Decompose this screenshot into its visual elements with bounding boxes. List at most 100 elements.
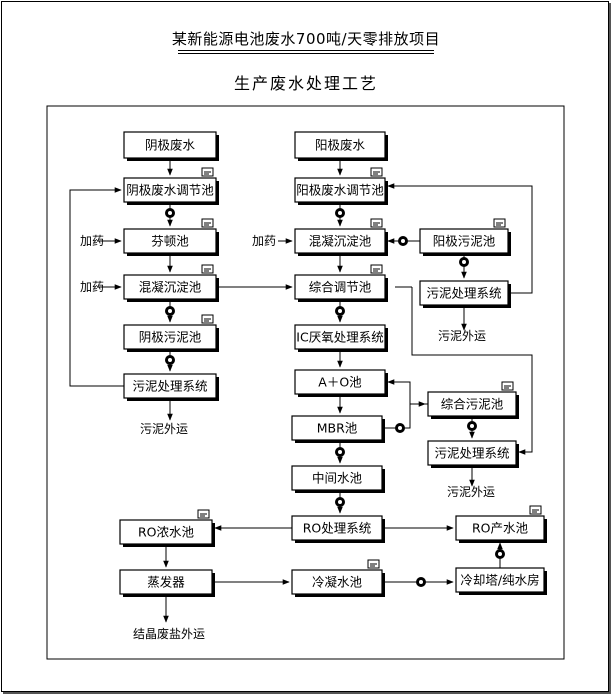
node-box: [455, 567, 545, 593]
node-label: 芬顿池: [151, 234, 189, 249]
pump-icon: [335, 208, 345, 218]
header-title: 某新能源电池废水700吨/天零排放项目: [171, 30, 441, 48]
sludge-out-lower-label: 污泥外运: [447, 485, 495, 499]
pump-badges: [165, 208, 505, 587]
anode-sludge-tank-node: 阳极污泥池: [419, 218, 511, 256]
node-label: 阳极污泥池: [433, 234, 496, 249]
node-label: RO产水池: [472, 521, 529, 536]
intermediate-tank-node: 中间水池: [291, 465, 385, 493]
node-box: [123, 324, 217, 350]
node-label: 污泥处理系统: [426, 286, 501, 301]
pump-icon: [459, 257, 469, 267]
pump-icon: [335, 447, 345, 457]
level-sensor-icon: [201, 314, 214, 324]
cathode-coag-settle-node: 混凝沉淀池: [123, 264, 219, 302]
cathode-wastewater-node: 阴极废水: [123, 131, 219, 161]
right-sludge-system-node: 污泥处理系统: [419, 280, 511, 308]
node-box: [419, 280, 509, 306]
pump-icon: [165, 208, 175, 218]
level-sensor-icon: [493, 218, 506, 228]
node-box: [291, 569, 383, 595]
flow-line: [411, 287, 533, 455]
node-box: [123, 228, 217, 254]
node-label: MBR池: [317, 421, 358, 436]
pump-icon: [335, 306, 345, 316]
node-box: [123, 373, 217, 399]
node-box: [455, 515, 545, 541]
node-label: 综合污泥池: [441, 397, 504, 412]
node-label: 冷凝水池: [312, 575, 363, 590]
node-box: [419, 228, 509, 254]
header-underline-2: [178, 53, 434, 54]
combined-sludge-tank-node: 综合污泥池: [427, 381, 519, 419]
level-sensor-icon: [201, 218, 214, 228]
pump-icon: [335, 497, 345, 507]
level-sensor-icon: [529, 505, 542, 515]
flow-line: [382, 401, 426, 429]
node-label: 混凝沉淀池: [309, 234, 372, 249]
node-label: A＋O池: [318, 375, 362, 390]
salt-out-label: 结晶废盐外运: [133, 626, 205, 641]
node-label: 蒸发器: [147, 575, 185, 590]
node-box: [294, 369, 386, 395]
node-box: [294, 228, 386, 254]
nodes: 阴极废水阴极废水调节池芬顿池混凝沉淀池阴极污泥池污泥处理系统阳极废水阳极废水调节…: [119, 131, 547, 597]
ro-product-tank-node: RO产水池: [455, 505, 547, 543]
level-sensor-icon: [197, 509, 210, 519]
anode-adjust-tank-node: 阳极废水调节池: [294, 167, 388, 205]
level-sensor-icon: [370, 167, 383, 177]
node-box: [119, 569, 213, 595]
node-label: 冷却塔/纯水房: [460, 573, 539, 588]
mbr-tank-node: MBR池: [291, 415, 385, 443]
level-sensor-icon: [501, 381, 514, 391]
node-label: RO浓水池: [138, 525, 195, 540]
lower-sludge-system-node: 污泥处理系统: [427, 440, 519, 468]
node-label: 综合调节池: [309, 280, 372, 295]
dosing-coag-left-label: 加药: [80, 280, 104, 294]
node-box: [291, 415, 383, 441]
pump-icon: [165, 355, 175, 365]
flow-line: [387, 379, 428, 405]
node-box: [123, 177, 217, 203]
evaporator-node: 蒸发器: [119, 569, 215, 597]
dosing-fenton-label: 加药: [80, 234, 104, 248]
ao-tank-node: A＋O池: [294, 369, 388, 397]
node-box: [427, 391, 517, 417]
node-label: 阴极废水调节池: [126, 183, 214, 198]
level-sensor-icon: [201, 167, 214, 177]
header-underline: [178, 50, 434, 51]
node-label: 阴极废水: [145, 138, 196, 153]
ic-anaerobic-node: IC厌氧处理系统: [294, 324, 388, 352]
node-label: 污泥处理系统: [132, 379, 207, 394]
node-box: [291, 465, 383, 491]
pump-icon: [395, 423, 405, 433]
condensate-tank-node: 冷凝水池: [291, 559, 385, 597]
level-sensor-icon: [201, 264, 214, 274]
node-box: [427, 440, 517, 466]
sludge-out-right-label: 污泥外运: [438, 329, 486, 343]
combined-adjust-tank-node: 综合调节池: [294, 264, 388, 302]
anode-wastewater-node: 阳极废水: [294, 131, 388, 161]
node-box: [294, 131, 386, 159]
node-label: 阳极废水: [315, 138, 366, 153]
pump-icon: [398, 236, 408, 246]
anode-coag-settle-node: 混凝沉淀池: [294, 218, 388, 256]
node-box: [294, 274, 386, 300]
node-label: 混凝沉淀池: [139, 280, 202, 295]
level-sensor-icon: [370, 264, 383, 274]
fenton-tank-node: 芬顿池: [123, 218, 219, 256]
diagram-title: 生产废水处理工艺: [233, 74, 378, 93]
node-box: [119, 519, 213, 545]
pump-icon: [416, 577, 426, 587]
ro-system-node: RO处理系统: [291, 515, 385, 543]
flow-line: [69, 187, 124, 387]
node-box: [123, 274, 217, 300]
node-label: 阴极污泥池: [139, 330, 202, 345]
node-box: [294, 177, 386, 203]
pump-icon: [165, 306, 175, 316]
node-box: [291, 515, 383, 541]
pump-icon: [495, 549, 505, 559]
node-label: 中间水池: [312, 471, 363, 486]
